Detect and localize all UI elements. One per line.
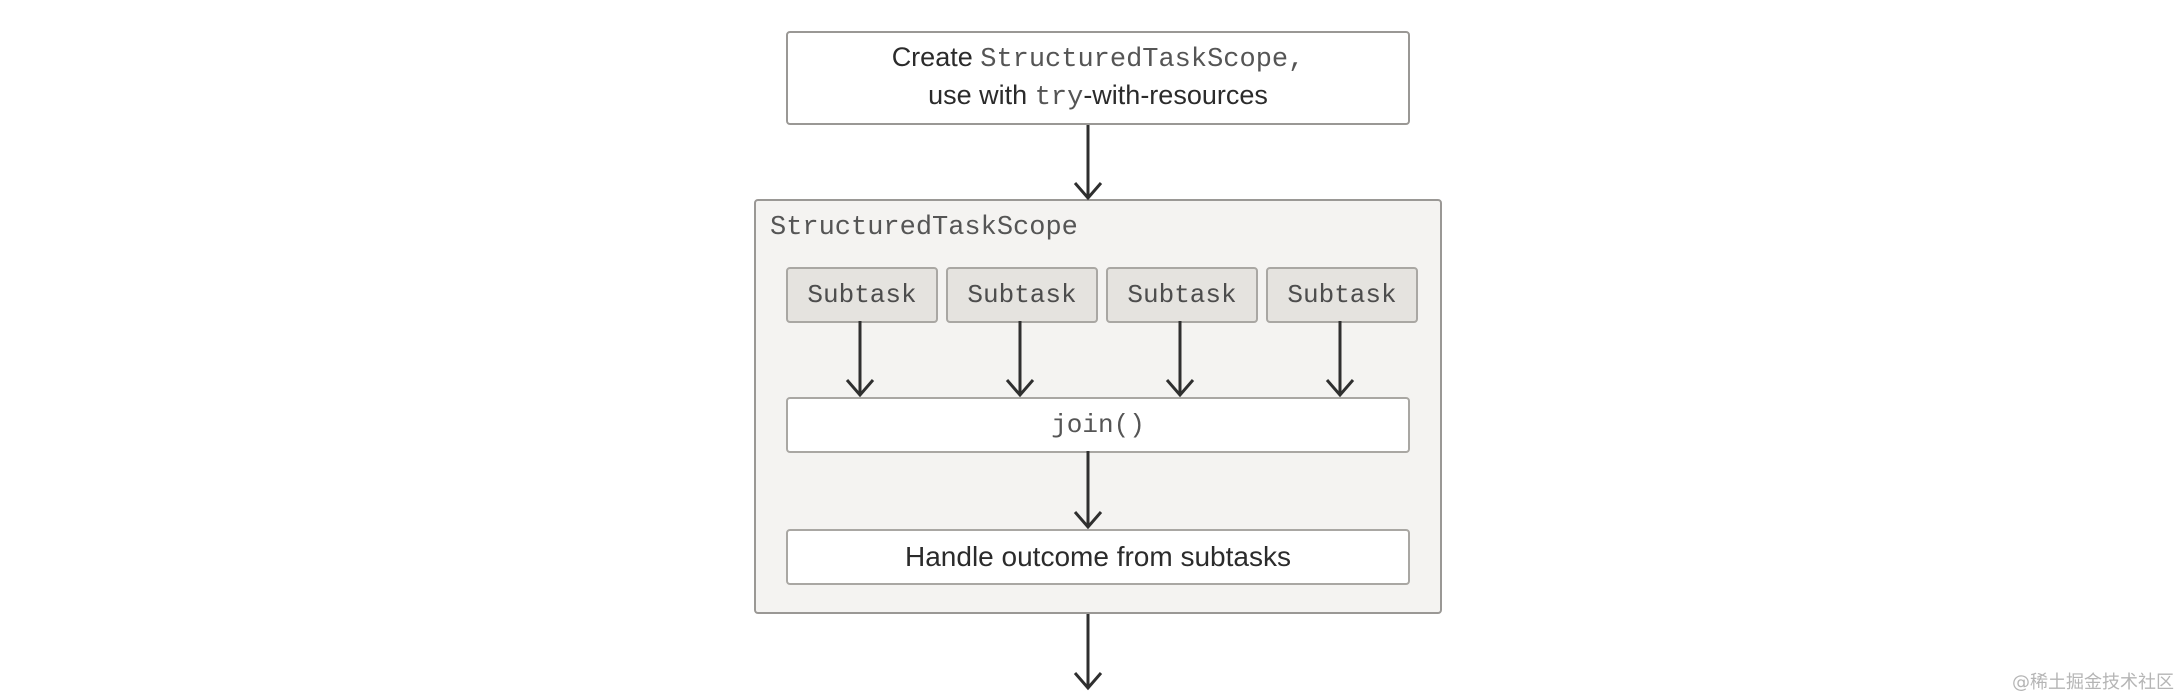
comma-code: ,: [1288, 45, 1305, 75]
scope-label: StructuredTaskScope: [770, 213, 1078, 243]
subtask-box-2: Subtask: [946, 267, 1098, 323]
watermark: @稀土掘金技术社区: [2012, 672, 2174, 693]
with-resources-text: -with-resources: [1083, 80, 1268, 110]
create-scope-box: Create StructuredTaskScope, use with try…: [786, 31, 1410, 125]
structured-task-scope-code: StructuredTaskScope: [980, 45, 1289, 75]
handle-outcome-box: Handle outcome from subtasks: [786, 529, 1410, 585]
subtask-box-3: Subtask: [1106, 267, 1258, 323]
subtask-box-4: Subtask: [1266, 267, 1418, 323]
join-box: join(): [786, 397, 1410, 453]
create-line-1: Create StructuredTaskScope,: [892, 40, 1305, 78]
structured-task-scope-container: StructuredTaskScope Subtask Subtask Subt…: [754, 199, 1442, 614]
arrowhead-create-to-scope: [1073, 182, 1103, 201]
create-line-2: use with try-with-resources: [928, 78, 1268, 116]
subtask-box-1: Subtask: [786, 267, 938, 323]
arrowhead-scope-out: [1073, 672, 1103, 691]
try-code: try: [1034, 83, 1084, 113]
create-text: Create: [891, 42, 973, 72]
use-with-text: use with: [928, 80, 1028, 110]
